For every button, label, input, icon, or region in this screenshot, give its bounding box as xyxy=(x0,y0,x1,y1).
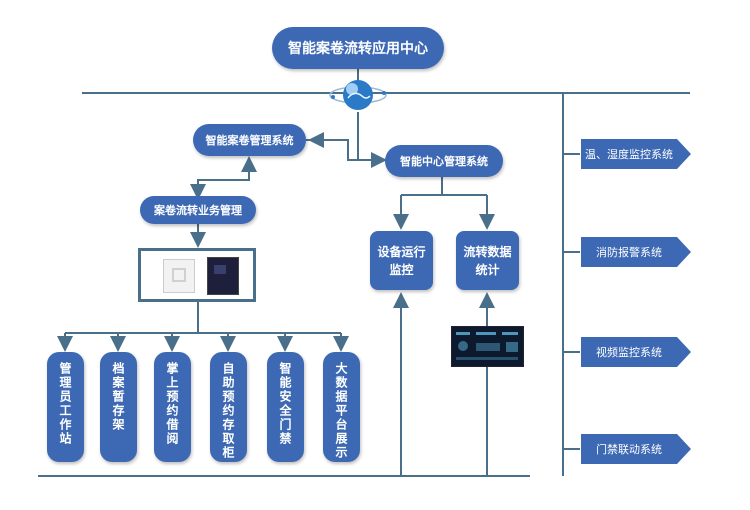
terminal-item: 管理员工作站 xyxy=(47,352,84,462)
page-title: 智能案卷流转应用中心 xyxy=(272,27,444,69)
terminal-item: 掌上预约借阅 xyxy=(154,352,191,462)
globe-icon xyxy=(329,80,387,110)
control-cabinet-device xyxy=(207,257,239,295)
terminal-item: 大数据平台展示 xyxy=(323,352,360,462)
data-stats-node: 流转数据 统计 xyxy=(456,231,519,290)
device-monitor-node: 设备运行 监控 xyxy=(370,231,433,290)
center-system-node: 智能中心管理系统 xyxy=(385,145,503,177)
terminal-item: 智能安全门禁 xyxy=(267,352,304,462)
subsystem-item: 消防报警系统 xyxy=(581,237,691,267)
terminal-item: 自助预约存取柜 xyxy=(210,352,247,462)
business-mgmt-node: 案卷流转业务管理 xyxy=(140,196,256,224)
card-reader-device xyxy=(163,259,195,293)
subsystem-item: 温、湿度监控系统 xyxy=(581,139,691,169)
device-image-frame xyxy=(138,248,256,302)
subsystem-item: 门禁联动系统 xyxy=(581,434,691,464)
dashboard-screen xyxy=(451,326,524,367)
archive-system-node: 智能案卷管理系统 xyxy=(193,124,306,156)
subsystem-item: 视频监控系统 xyxy=(581,337,691,367)
terminal-item: 档案暂存架 xyxy=(100,352,137,462)
